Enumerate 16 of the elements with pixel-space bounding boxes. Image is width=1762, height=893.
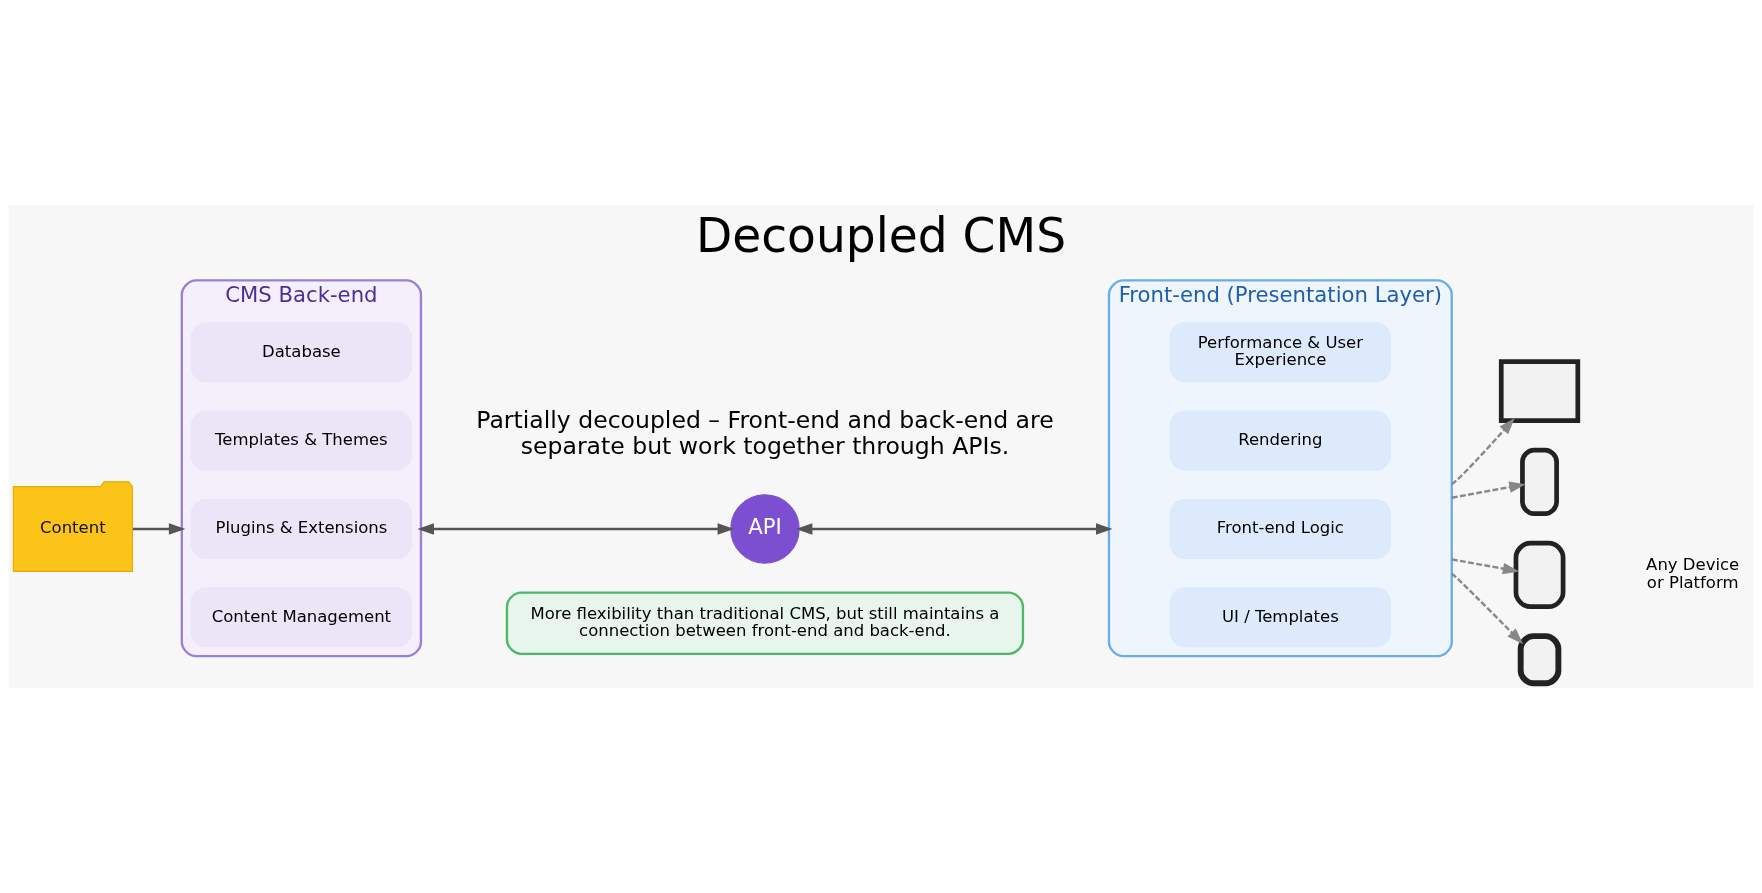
node-phone [1520,447,1559,516]
arrow [132,523,186,535]
label: Partially decoupled – Front-end and back-end are separate but work together through APIs. [476,405,1054,460]
arrow [1451,417,1515,486]
node-tablet [1513,540,1566,610]
arrow [795,523,1113,535]
node-circle: API [730,494,800,564]
arrow [1451,558,1520,575]
arrow [417,523,735,535]
node-box: More flexibility than traditional CMS, but still maintains a connection between front-end and back-end. [505,591,1025,655]
arrow [1451,481,1526,499]
node-monitor [1498,359,1581,423]
arrow [1451,572,1524,645]
label: Any Device or Platform [1646,555,1740,593]
diagram-title: Decoupled CMS [695,208,1067,264]
node-watch [1517,633,1562,687]
